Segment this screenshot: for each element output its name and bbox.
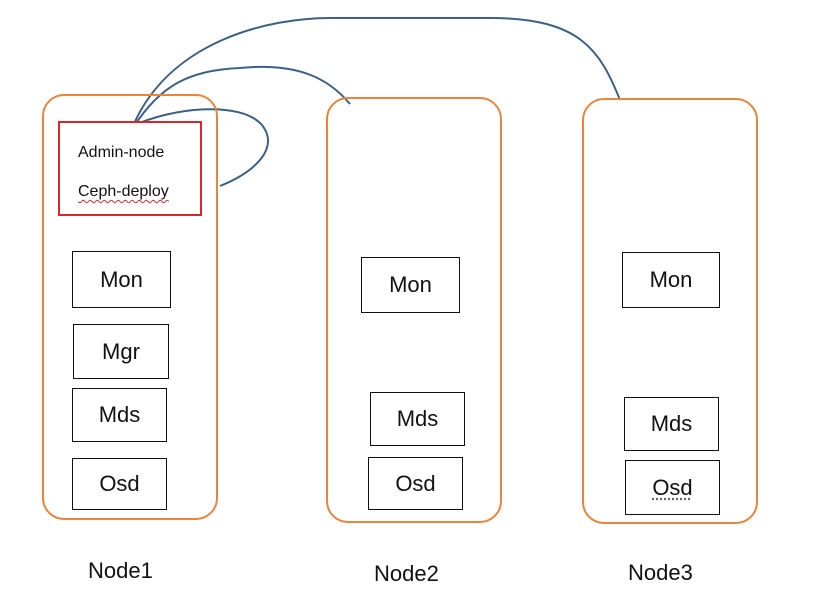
node3-osd-box: Osd <box>625 460 720 515</box>
node2-mds-box: Mds <box>370 392 465 446</box>
node1-label: Node1 <box>88 558 153 583</box>
node2-mon-label: Mon <box>389 272 432 297</box>
node1-mon-label: Mon <box>100 266 143 292</box>
node2-container <box>326 97 502 523</box>
node3-osd-label: Osd <box>652 474 693 500</box>
node2-mds-label: Mds <box>396 406 439 431</box>
admin-node-label: Admin-node <box>78 144 165 161</box>
node3-mds-box: Mds <box>624 397 719 451</box>
node3-mds-label: Mds <box>650 411 693 436</box>
node3-container <box>582 98 758 524</box>
node2-osd-box: Osd <box>368 457 463 510</box>
node3-mon-box: Mon <box>622 252 720 308</box>
node1-container <box>42 94 218 520</box>
node1-mgr-box: Mgr <box>73 324 169 379</box>
node2-mon-box: Mon <box>361 257 460 313</box>
node1-mds-box: Mds <box>72 388 167 442</box>
node1-osd-label: Osd <box>99 471 140 496</box>
link-admin-to-node2 <box>132 65 351 129</box>
node2-osd-label: Osd <box>395 470 436 496</box>
node1-osd-box: Osd <box>72 458 167 510</box>
node1-mds-label: Mds <box>98 402 141 427</box>
admin-node-box: Admin-node Ceph-deploy <box>58 121 202 216</box>
node3-label: Node3 <box>628 560 693 585</box>
link-admin-to-node1 <box>132 108 269 187</box>
node3-mon-label: Mon <box>649 267 693 292</box>
node2-label: Node2 <box>374 561 439 586</box>
node1-mgr-label: Mgr <box>102 338 140 364</box>
node1-mon-box: Mon <box>72 251 171 308</box>
ceph-deploy-label: Ceph-deploy <box>78 183 169 200</box>
link-admin-to-node3 <box>132 17 621 127</box>
